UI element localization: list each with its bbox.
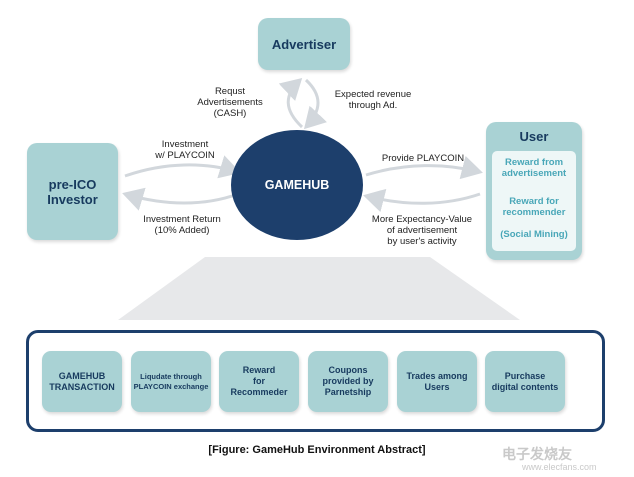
funnel-shape xyxy=(118,257,520,320)
advertiser-node: Advertiser xyxy=(258,18,350,70)
feature-3-line3: Recommeder xyxy=(230,387,288,397)
feature-5-line2: Users xyxy=(424,381,450,392)
arrow-hub-to-user xyxy=(365,155,483,180)
label-investment-return-line2: (10% Added) xyxy=(154,225,210,236)
feature-liquidate-playcoin: Liqudate through PLAYCOIN exchange xyxy=(131,351,211,412)
user-reward-line1: Reward from xyxy=(504,157,564,168)
user-reward-line3: Reward for xyxy=(509,196,559,207)
feature-3-line1: Reward xyxy=(242,365,276,375)
feature-coupons-partnership: Coupons provided by Parnetship xyxy=(308,351,388,412)
feature-4-line3: Parnetship xyxy=(324,387,372,397)
label-investment-line2: w/ PLAYCOIN xyxy=(155,150,215,161)
feature-4-line2: provided by xyxy=(322,376,374,386)
feature-1-line1: GAMEHUB xyxy=(58,370,106,381)
feature-5-line1: Trades among xyxy=(406,370,468,381)
label-investment-return: Investment Return (10% Added) xyxy=(133,214,231,236)
label-investment-line1: Investment xyxy=(161,139,209,150)
watermark-url: www.elecfans.com xyxy=(522,462,597,472)
user-reward-line4: recommender xyxy=(502,207,566,218)
feature-4-line1: Coupons xyxy=(328,365,368,375)
feature-trades-among-users: Trades among Users xyxy=(397,351,477,412)
feature-reward-recommender: Reward for Recommeder xyxy=(219,351,299,412)
label-expectancy-line3: by user's activity xyxy=(387,236,457,247)
arrow-hub-to-advertiser xyxy=(278,77,304,129)
pre-ico-investor-node: pre-ICO Investor xyxy=(27,143,118,240)
label-investment: Investment w/ PLAYCOIN xyxy=(140,139,230,161)
label-request-ads-line1: Requst xyxy=(214,86,246,97)
label-expected-revenue-line1: Expected revenue xyxy=(334,89,412,100)
arrow-advertiser-to-hub xyxy=(303,78,328,130)
user-label: User xyxy=(519,129,549,144)
watermark-logo: 电子发烧友 xyxy=(502,446,572,462)
feature-1-line2: TRANSACTION xyxy=(49,381,115,392)
advertiser-label: Advertiser xyxy=(271,36,337,52)
feature-6-line1: Purchase xyxy=(504,370,546,381)
pre-ico-label-line1: pre-ICO xyxy=(48,176,97,192)
feature-purchase-digital: Purchase digital contents xyxy=(485,351,565,412)
feature-gamehub-transaction: GAMEHUB TRANSACTION xyxy=(42,351,122,412)
label-request-ads-line2: Advertisements xyxy=(197,97,263,108)
label-expected-revenue-line2: through Ad. xyxy=(348,100,398,111)
feature-2-line1: Liqudate through xyxy=(140,371,202,381)
label-expectancy-line1: More Expectancy-Value xyxy=(371,214,473,225)
arrow-user-to-hub xyxy=(363,188,481,213)
feature-2-line2: PLAYCOIN exchange xyxy=(133,381,209,391)
arrow-investor-to-hub xyxy=(124,155,241,179)
figure-caption: [Figure: GameHub Environment Abstract] xyxy=(208,444,426,456)
gamehub-label: GAMEHUB xyxy=(264,178,330,192)
gamehub-node: GAMEHUB xyxy=(231,130,363,240)
user-detail-panel xyxy=(492,151,576,251)
user-social-mining: (Social Mining) xyxy=(500,229,568,240)
label-expectancy-line2: of advertisement xyxy=(386,225,458,236)
user-reward-line2: advertisement xyxy=(501,168,567,179)
label-investment-return-line1: Investment Return xyxy=(143,214,221,225)
label-request-ads-line3: (CASH) xyxy=(213,108,247,119)
feature-3-line2: for xyxy=(253,376,265,386)
feature-6-line2: digital contents xyxy=(491,381,559,392)
label-request-ads: Requst Advertisements (CASH) xyxy=(188,86,272,119)
pre-ico-label-line2: Investor xyxy=(47,191,98,207)
label-expectancy: More Expectancy-Value of advertisement b… xyxy=(360,214,484,247)
label-expected-revenue: Expected revenue through Ad. xyxy=(325,89,421,111)
arrow-hub-to-investor xyxy=(122,187,239,211)
label-provide-playcoin: Provide PLAYCOIN xyxy=(373,153,473,164)
label-provide-playcoin-text: Provide PLAYCOIN xyxy=(381,153,465,164)
